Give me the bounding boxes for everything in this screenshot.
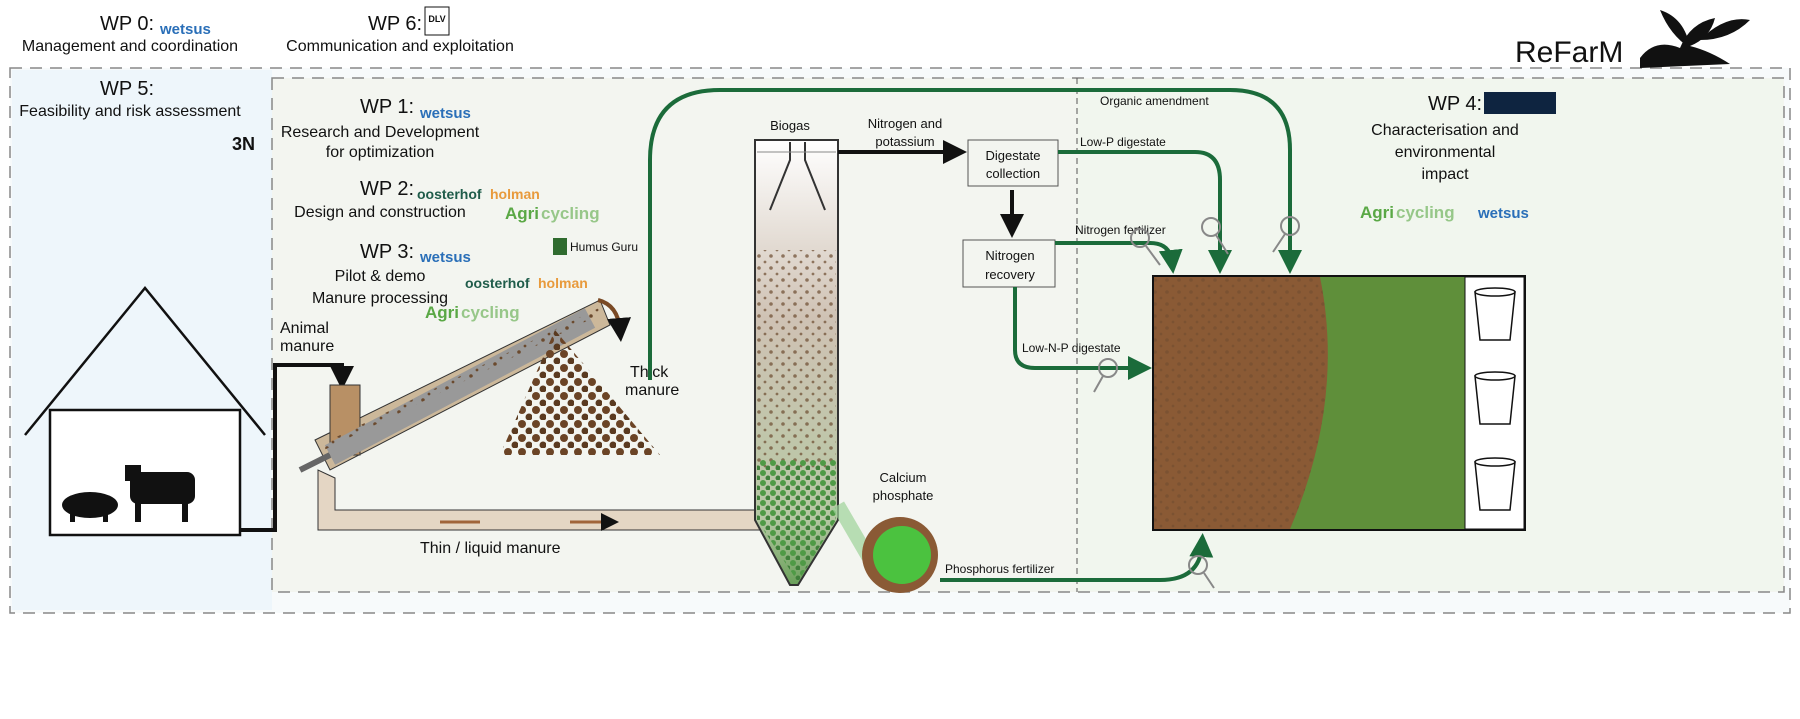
bucket-icons — [1474, 287, 1516, 511]
low-p-label: Low-P digestate — [1080, 135, 1166, 149]
svg-text:collection: collection — [986, 166, 1040, 181]
wetsus-logo: wetsus — [159, 21, 211, 38]
wp0-label: WP 0: — [100, 13, 154, 35]
svg-text:Humus Guru: Humus Guru — [570, 240, 638, 254]
wp1-title-2: for optimization — [326, 144, 435, 161]
svg-text:recovery: recovery — [985, 267, 1035, 282]
university-logo — [1484, 92, 1556, 114]
humus-guru-logo — [553, 238, 567, 255]
nitrogen-fertilizer-flow — [1055, 241, 1183, 274]
agricycling-logo: Agri — [1360, 203, 1394, 222]
svg-text:cycling: cycling — [1396, 203, 1455, 222]
phosphorus-fertilizer-flow — [940, 533, 1214, 582]
phosphorus-fertilizer-label: Phosphorus fertilizer — [945, 562, 1054, 576]
agricycling-logo: Agri — [505, 204, 539, 223]
wp5-label: WP 5: — [100, 78, 154, 100]
wp2-title: Design and construction — [294, 204, 466, 221]
wetsus-logo: wetsus — [1477, 205, 1529, 222]
digester — [754, 139, 839, 586]
digestate-collection-box — [967, 139, 1059, 187]
biogas-label: Biogas — [770, 118, 810, 133]
thick-manure-pile — [500, 330, 660, 455]
3n-logo: 3N — [232, 134, 255, 154]
np-label: Nitrogen and — [868, 116, 942, 131]
wp4-label: WP 4: — [1428, 93, 1482, 115]
wp6-title: Communication and exploitation — [286, 38, 514, 55]
svg-text:environmental: environmental — [1395, 144, 1496, 161]
magnifier-icons — [1093, 216, 1300, 589]
pig-cow-icon — [62, 465, 195, 522]
wp5-title: Feasibility and risk assessment — [19, 103, 241, 120]
wp1-title: Research and Development — [281, 124, 480, 141]
svg-text:holman: holman — [538, 275, 588, 291]
wetsus-logo: wetsus — [419, 105, 471, 122]
calcium-phosphate-label: Calcium — [880, 470, 927, 485]
nitrogen-recovery-box — [962, 239, 1056, 288]
oosterhof-holman-logo: oosterhof — [417, 186, 482, 202]
wp4-title: Characterisation and — [1371, 122, 1519, 139]
svg-text:cycling: cycling — [461, 303, 520, 322]
wp3-title-2: Manure processing — [312, 290, 448, 307]
svg-text:potassium: potassium — [875, 134, 934, 149]
wp0-title: Management and coordination — [22, 38, 238, 55]
nitrogen-fertilizer-label: Nitrogen fertilizer — [1075, 223, 1166, 237]
wetsus-logo: wetsus — [419, 249, 471, 266]
svg-text:Digestate: Digestate — [986, 148, 1041, 163]
svg-text:impact: impact — [1421, 166, 1469, 183]
drop-arrow — [597, 298, 631, 342]
wp3-label: WP 3: — [360, 241, 414, 263]
wp2-label: WP 2: — [360, 178, 414, 200]
svg-text:Nitrogen: Nitrogen — [985, 248, 1034, 263]
low-np-flow — [1013, 287, 1152, 380]
svg-text:manure: manure — [625, 382, 679, 399]
svg-text:cycling: cycling — [541, 204, 600, 223]
brand-title: ReFarM — [1515, 36, 1623, 69]
bird-plant-logo — [1640, 10, 1750, 68]
dlv-logo — [424, 6, 450, 36]
organic-amendment-flow — [648, 88, 1302, 380]
thin-manure-label: Thin / liquid manure — [420, 540, 561, 557]
screw-press — [298, 299, 761, 531]
svg-text:DLV: DLV — [428, 14, 445, 24]
manure-pipe — [240, 363, 354, 532]
svg-text:holman: holman — [490, 186, 540, 202]
field-photo — [1152, 275, 1526, 531]
wp6-label: WP 6: — [368, 13, 422, 35]
low-np-label: Low-N-P digestate — [1022, 341, 1121, 355]
animal-manure-label: Animal — [280, 320, 329, 337]
svg-text:manure: manure — [280, 338, 334, 355]
organic-amendment-label: Organic amendment — [1100, 94, 1209, 108]
oosterhof-holman-logo: oosterhof — [465, 275, 530, 291]
low-p-flow — [1058, 150, 1232, 274]
svg-text:phosphate: phosphate — [873, 488, 934, 503]
wp3-title: Pilot & demo — [335, 268, 426, 285]
wp1-label: WP 1: — [360, 96, 414, 118]
agricycling-logo: Agri — [425, 303, 459, 322]
